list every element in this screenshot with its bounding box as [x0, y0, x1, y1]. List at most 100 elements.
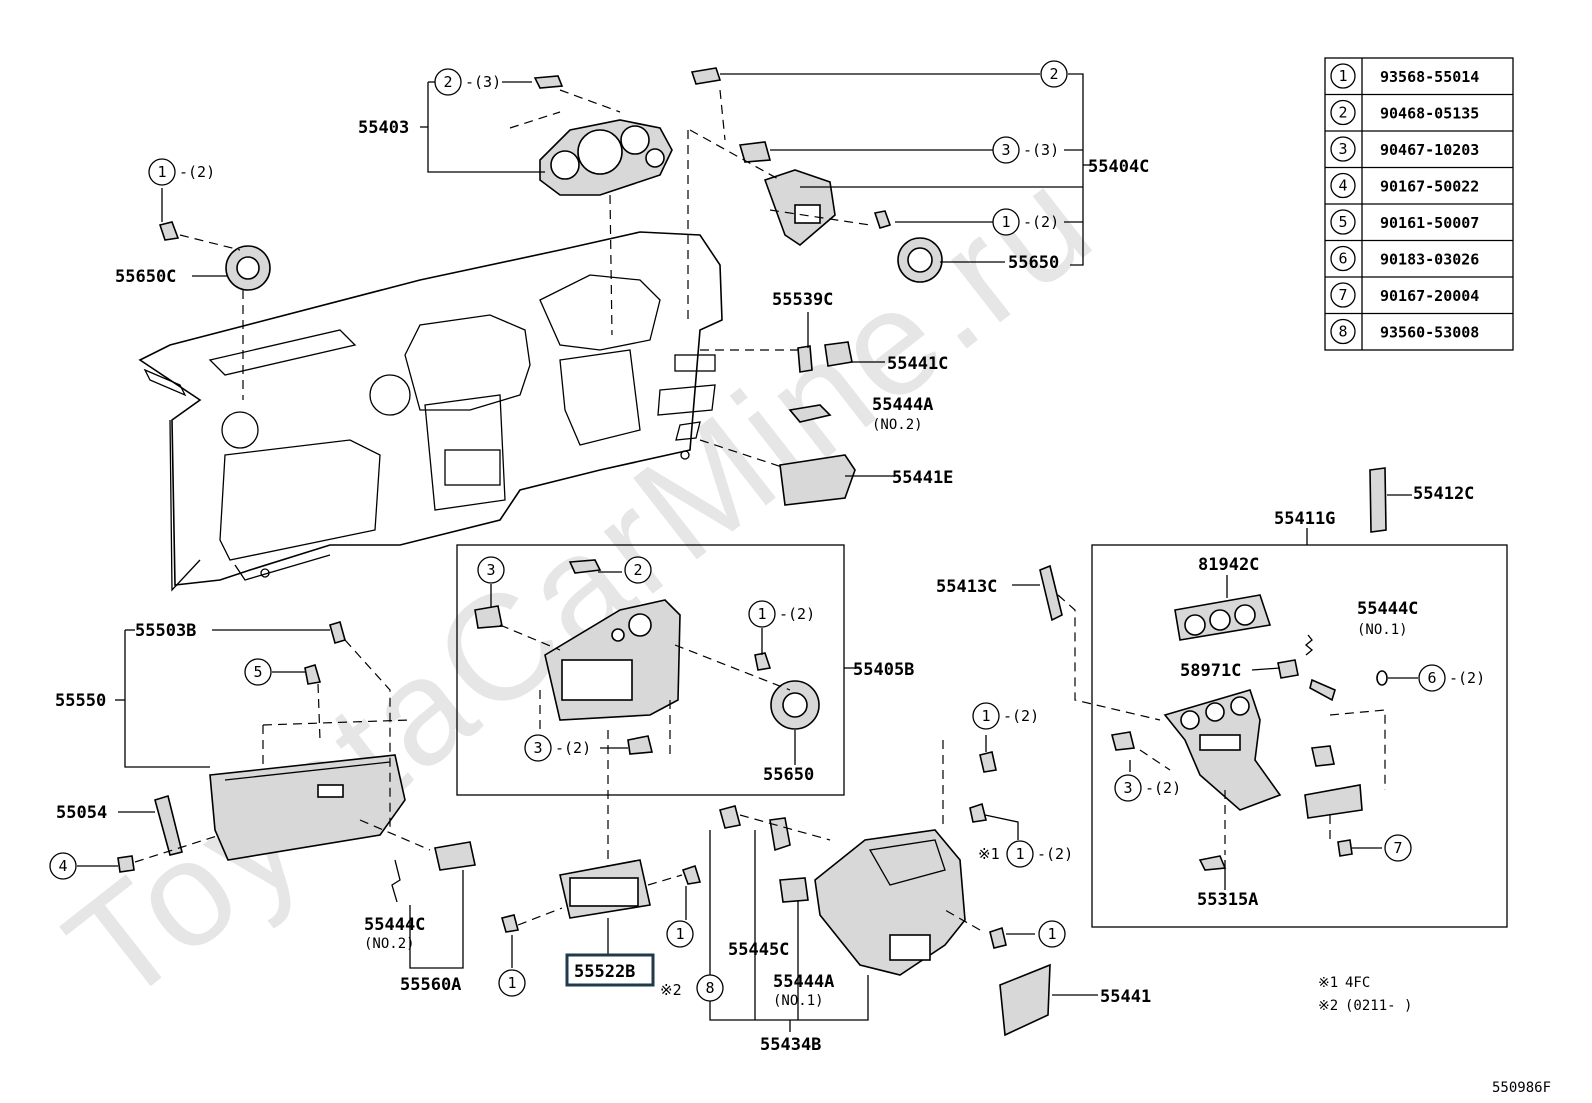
callout-quantity: -(2) [1037, 845, 1073, 863]
part-55412C [1369, 467, 1387, 533]
table-key-circle [1330, 209, 1356, 235]
callout-key: 1 [757, 605, 766, 623]
callout-circle [992, 136, 1020, 164]
callout-quantity: -(2) [1003, 707, 1039, 725]
highlight-55522B [565, 953, 655, 987]
callout-circle [434, 68, 462, 96]
callout-circle [244, 658, 272, 686]
callout-key: 1 [1047, 925, 1056, 943]
label-55441C: 55441C [887, 354, 948, 374]
table-key: 5 [1338, 213, 1347, 231]
box-55405B [456, 544, 845, 900]
callout-quantity: -(2) [555, 739, 591, 757]
table-key-circle [1330, 136, 1356, 162]
table-key: 1 [1338, 67, 1347, 85]
notes: ※1 4FC ※2 (0211- ) [1318, 975, 1412, 1014]
callout-circle [696, 974, 724, 1002]
label-81942C: 81942C [1198, 555, 1259, 575]
label-55413C: 55413C [936, 577, 997, 597]
callout-circle [1040, 60, 1068, 88]
callout-key: 7 [1393, 839, 1402, 857]
callout-key: 1 [1001, 213, 1010, 231]
table-key: 7 [1338, 286, 1347, 304]
label-55444A-bot: 55444A [773, 972, 834, 992]
callout-key: 8 [705, 979, 714, 997]
table-part-number: 90183-03026 [1380, 251, 1479, 269]
label-55550: 55550 [55, 691, 106, 711]
callout-circle [624, 556, 652, 584]
callout-circle [524, 734, 552, 762]
callout-circle [666, 920, 694, 948]
table-part-number: 90467-10203 [1380, 141, 1479, 159]
callout-key: 3 [1123, 779, 1132, 797]
callout-key: 1 [981, 707, 990, 725]
callout-key: 2 [443, 73, 452, 91]
part-55413C [1039, 564, 1063, 622]
table-part-number: 93568-55014 [1380, 68, 1479, 86]
label-55405B: 55405B [853, 660, 914, 680]
note-1-ref: ※1 [978, 845, 1000, 863]
callout-circle [992, 208, 1020, 236]
callout-key: 1 [1015, 845, 1024, 863]
table-key-circle [1330, 318, 1356, 345]
callout-key: 2 [1049, 65, 1058, 83]
label-55412C: 55412C [1413, 484, 1474, 504]
callout-circle [148, 158, 176, 186]
callout-circle [477, 556, 505, 584]
label-55441E: 55441E [892, 468, 953, 488]
callout-key: 3 [533, 739, 542, 757]
label-55503B: 55503B [135, 621, 196, 641]
label-55434B: 55434B [760, 1035, 821, 1055]
table-key: 2 [1338, 104, 1347, 122]
note-1-mark: ※1 [1318, 975, 1338, 991]
label-55539C: 55539C [772, 290, 833, 310]
table-key: 6 [1338, 250, 1347, 268]
label-55444A-bot-sub: (NO.1) [773, 993, 824, 1009]
label-55444A-top-sub: (NO.2) [872, 417, 923, 433]
callout-key: 3 [1001, 141, 1010, 159]
label-55444A-top: 55444A [872, 395, 933, 415]
label-55054: 55054 [56, 803, 107, 823]
leader-lines [77, 73, 1418, 1032]
table-key: 4 [1338, 177, 1347, 195]
label-55441: 55441 [1100, 987, 1151, 1007]
table-key: 3 [1338, 140, 1347, 158]
label-55444C-left-sub: (NO.2) [364, 936, 415, 952]
callout-circle [1114, 774, 1142, 802]
callout-circle [49, 852, 77, 880]
label-55444C-right: 55444C [1357, 599, 1418, 619]
table-part-number: 90468-05135 [1380, 105, 1479, 123]
callout-quantity: -(2) [1145, 779, 1181, 797]
label-55404C: 55404C [1088, 157, 1149, 177]
note-2-mark: ※2 [1318, 998, 1338, 1014]
callout-quantity: -(2) [779, 605, 815, 623]
table-part-number: 93560-53008 [1380, 324, 1479, 342]
label-55650-mid: 55650 [763, 765, 814, 785]
callout-quantity: -(2) [1023, 213, 1059, 231]
callout-circle [498, 969, 526, 997]
note-1-text: 4FC [1345, 975, 1370, 991]
part-55522B [501, 859, 702, 933]
callout-circle [748, 600, 776, 628]
callout-key: 2 [633, 561, 642, 579]
note-2-ref: ※2 [660, 981, 682, 999]
diagram-code: 550986F [1492, 1080, 1551, 1096]
table-key-circle [1330, 282, 1356, 308]
label-55411G: 55411G [1274, 509, 1335, 529]
part-55550-glove-box [117, 620, 476, 903]
part-labels: 55403 55404C 55650C 55650 55539C 55441C … [55, 118, 1474, 1055]
table-key: 8 [1338, 323, 1347, 341]
table-key-circle [1330, 245, 1356, 272]
label-55560A: 55560A [400, 975, 461, 995]
part-55403-meter-hood [509, 75, 673, 336]
callout-key: 1 [157, 163, 166, 181]
table-key-circle [1330, 99, 1356, 126]
table-part-number: 90167-50022 [1380, 178, 1479, 196]
part-55441E [699, 439, 856, 506]
box-55411G [1057, 544, 1508, 928]
note-2-text: (0211- ) [1345, 998, 1412, 1014]
label-55444C-right-sub: (NO.1) [1357, 622, 1408, 638]
